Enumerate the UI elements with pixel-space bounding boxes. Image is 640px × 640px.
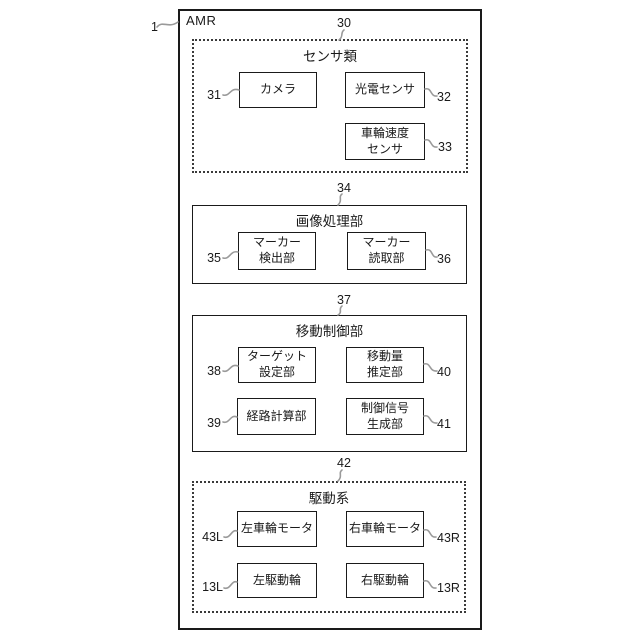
section-sensors: センサ類 [192, 39, 468, 173]
ref-label-13R: 13R [437, 581, 460, 595]
section-movement-control-title: 移動制御部 [295, 324, 364, 339]
section-image-processing: 画像処理部 [192, 205, 467, 284]
ref-label-32: 32 [437, 90, 451, 104]
block-right-drive-wheel: 右駆動輪 [346, 563, 424, 598]
block-left-wheel-motor: 左車輪モータ [237, 511, 317, 547]
ref-label-37: 37 [337, 293, 351, 307]
section-movement-control: 移動制御部 [192, 315, 467, 452]
ref-label-34: 34 [337, 181, 351, 195]
ref-label-31: 31 [207, 88, 221, 102]
section-drive-system-title: 駆動系 [308, 491, 350, 506]
block-marker-detection: マーカー 検出部 [238, 232, 316, 270]
block-movement-estimation: 移動量 推定部 [346, 347, 424, 383]
ref-label-43R: 43R [437, 531, 460, 545]
block-marker-reading: マーカー 読取部 [347, 232, 426, 270]
ref-label-43L: 43L [202, 530, 223, 544]
block-photoelectric-sensor: 光電センサ [345, 72, 425, 108]
block-camera: カメラ [239, 72, 317, 108]
ref-label-40: 40 [437, 365, 451, 379]
ref-label-13L: 13L [202, 580, 223, 594]
amr-label: AMR [186, 13, 217, 28]
block-wheel-speed-sensor: 車輪速度 センサ [345, 123, 425, 160]
section-drive-system: 駆動系 [192, 481, 466, 613]
leader-line-1 [156, 21, 179, 28]
ref-label-30: 30 [337, 16, 351, 30]
ref-label-38: 38 [207, 364, 221, 378]
ref-label-36: 36 [437, 252, 451, 266]
section-image-processing-title: 画像処理部 [295, 214, 364, 229]
ref-label-41: 41 [437, 417, 451, 431]
block-target-setting: ターゲット 設定部 [238, 347, 316, 383]
ref-label-42: 42 [337, 456, 351, 470]
block-left-drive-wheel: 左駆動輪 [237, 563, 317, 598]
section-sensors-title: センサ類 [303, 49, 357, 64]
block-route-calculation: 経路計算部 [237, 398, 316, 435]
amr-outer-box [178, 9, 482, 630]
ref-label-39: 39 [207, 416, 221, 430]
ref-label-33: 33 [438, 140, 452, 154]
block-control-signal-generation: 制御信号 生成部 [346, 398, 424, 435]
block-right-wheel-motor: 右車輪モータ [346, 511, 424, 547]
ref-label-1: 1 [151, 20, 158, 34]
ref-label-35: 35 [207, 251, 221, 265]
